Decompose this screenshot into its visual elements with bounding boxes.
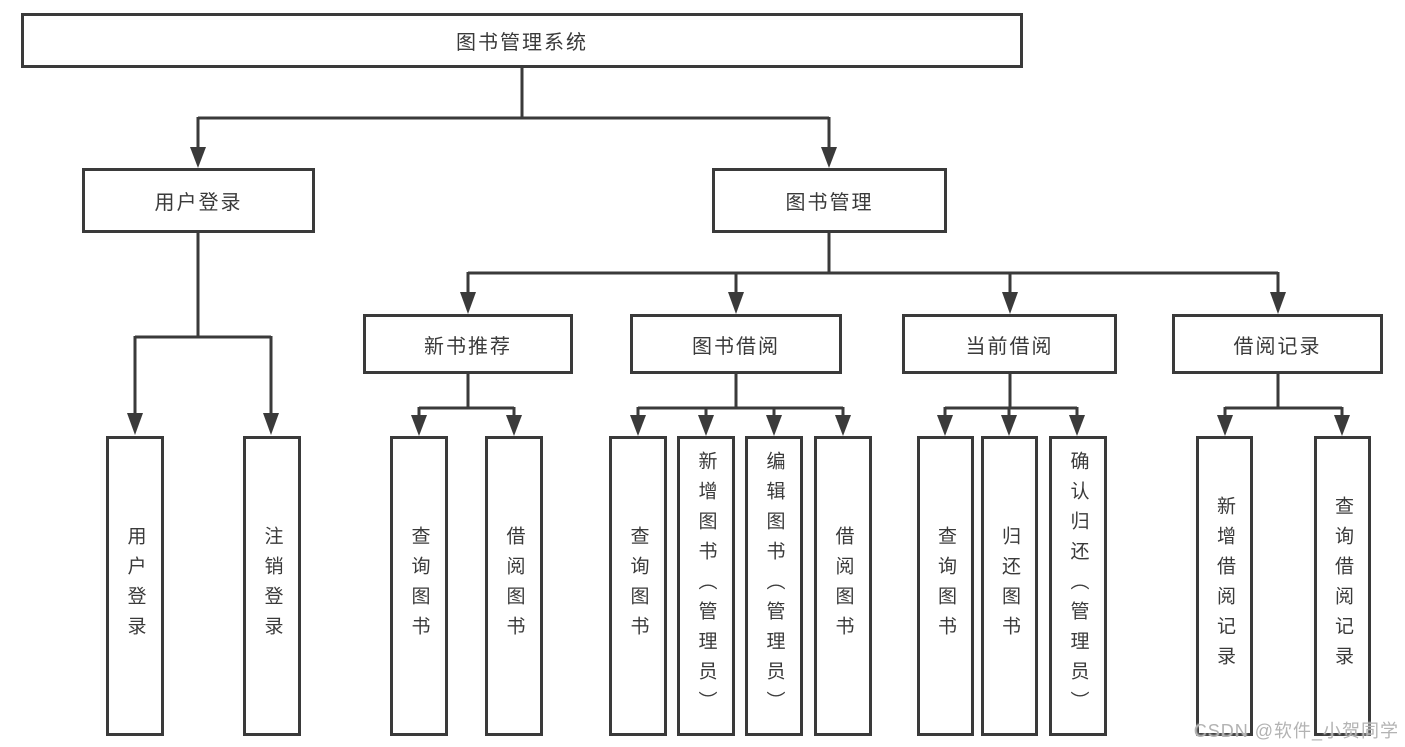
- node-user-login-branch: 用户登录: [82, 168, 315, 233]
- leaf-confirm-return-admin: 确认归还（管理员）: [1049, 436, 1107, 736]
- watermark: CSDN @软件_小贺同学: [1193, 721, 1399, 741]
- node-new-book-recommend: 新书推荐: [363, 314, 573, 374]
- leaf-borrow-books-recommend: 借阅图书: [485, 436, 543, 736]
- node-borrow-records: 借阅记录: [1172, 314, 1383, 374]
- leaf-query-books-borrow: 查询图书: [609, 436, 667, 736]
- node-book-management-branch: 图书管理: [712, 168, 947, 233]
- leaf-edit-book-admin: 编辑图书（管理员）: [745, 436, 803, 736]
- leaf-return-book: 归还图书: [981, 436, 1038, 736]
- leaf-query-borrow-record: 查询借阅记录: [1314, 436, 1371, 736]
- node-book-borrow: 图书借阅: [630, 314, 842, 374]
- node-library-management-system: 图书管理系统: [21, 13, 1023, 68]
- leaf-query-books-recommend: 查询图书: [390, 436, 448, 736]
- leaf-user-login: 用户登录: [106, 436, 164, 736]
- leaf-add-borrow-record: 新增借阅记录: [1196, 436, 1253, 736]
- leaf-logout: 注销登录: [243, 436, 301, 736]
- leaf-add-book-admin: 新增图书（管理员）: [677, 436, 735, 736]
- leaf-query-books-current: 查询图书: [917, 436, 974, 736]
- leaf-borrow-books: 借阅图书: [814, 436, 872, 736]
- node-current-borrow: 当前借阅: [902, 314, 1117, 374]
